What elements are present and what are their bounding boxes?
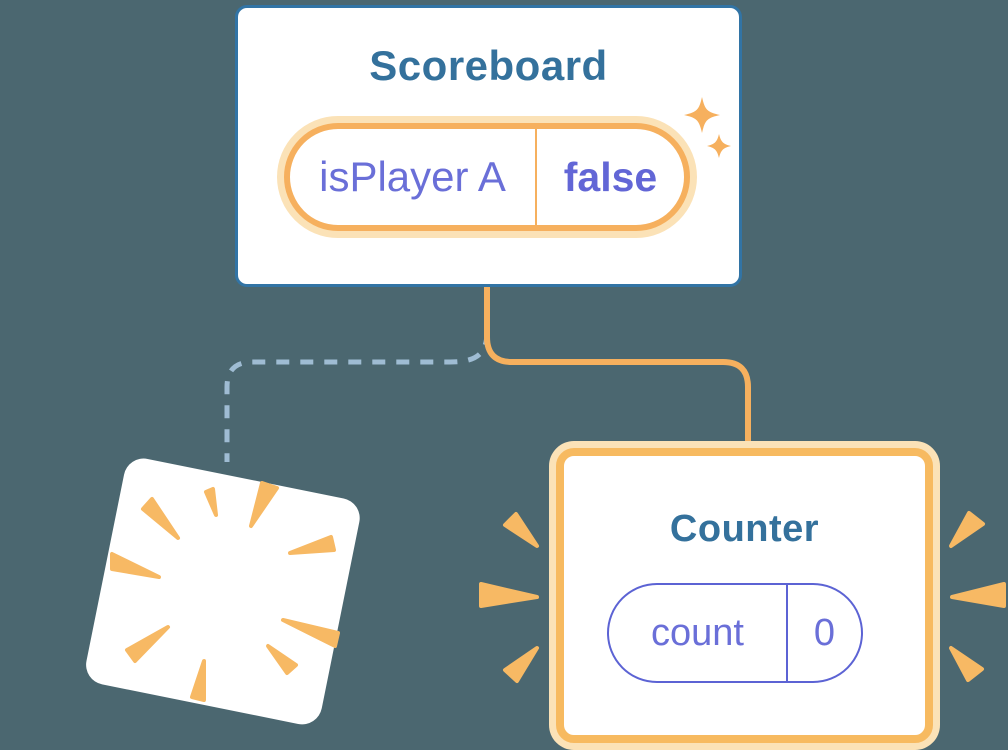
emphasis-rays-right-icon: [949, 511, 1006, 682]
emphasis-rays-left-icon: [479, 512, 539, 683]
solid-connector: [484, 284, 751, 452]
scoreboard-state-pill: isPlayer A false: [284, 123, 690, 231]
state-key-label: isPlayer A: [319, 153, 506, 200]
scoreboard-component-card: Scoreboard isPlayer A false: [235, 5, 742, 287]
counter-title: Counter: [669, 508, 820, 550]
state-key-label: count: [651, 611, 744, 654]
counter-state-pill: count 0: [607, 583, 863, 683]
scoreboard-title: Scoreboard: [369, 42, 608, 89]
state-value-label: false: [563, 153, 658, 200]
counter-component-card: Counter count 0: [556, 448, 933, 743]
dashed-connector: [224, 331, 490, 462]
pill-divider: [786, 585, 788, 681]
state-value-label: 0: [813, 611, 836, 654]
pill-divider: [535, 129, 537, 225]
destroyed-component-card: [82, 455, 364, 728]
